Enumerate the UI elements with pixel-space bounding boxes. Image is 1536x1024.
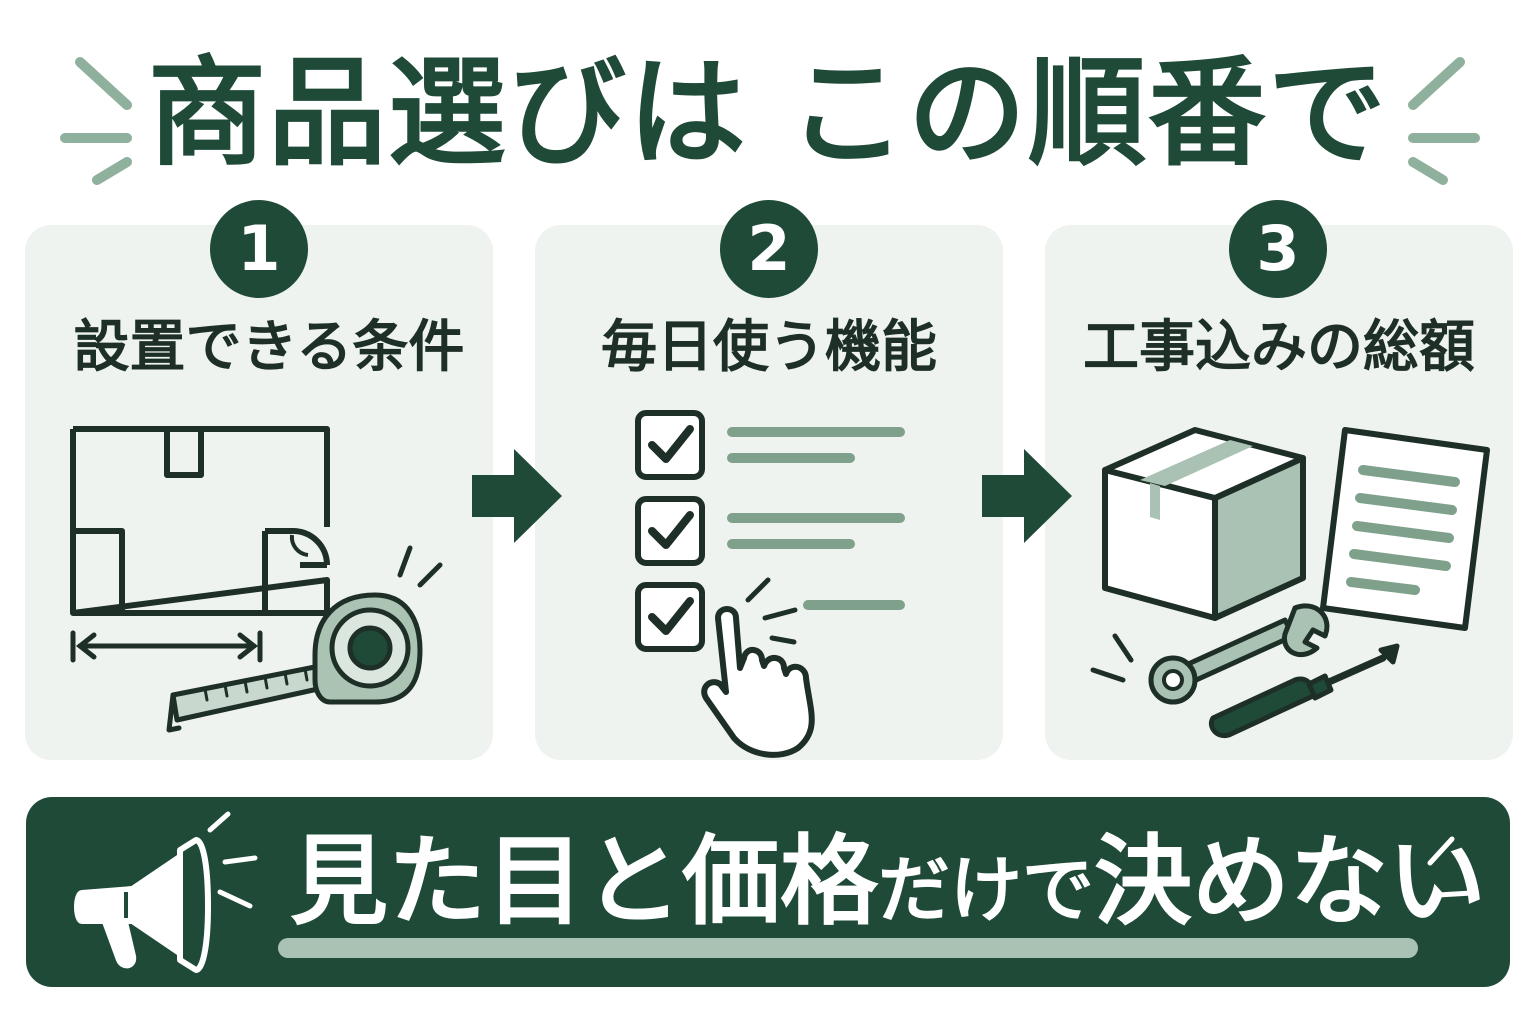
sparkle-right-icon: [1408, 57, 1480, 185]
checklist-icon: [635, 410, 905, 652]
banner-text-part1: 見た目と価格: [290, 825, 879, 939]
title-part2: この順番で: [788, 44, 1389, 182]
wrench-icon: [1148, 603, 1330, 705]
sparkle-banner-icon: [1427, 836, 1475, 898]
document-icon: [1320, 427, 1490, 631]
banner-text-part2: だけで: [878, 848, 1095, 932]
step-badge-1: 1: [210, 200, 308, 298]
floor-plan-icon: [70, 426, 330, 663]
title-part1: 商品選びは: [147, 44, 748, 182]
page-title: 商品選びはこの順番で: [0, 38, 1536, 188]
banner-underline: [278, 938, 1418, 958]
box-icon: [1102, 427, 1306, 621]
step-label-2: 毎日使う機能: [601, 315, 937, 380]
screwdriver-icon: [1209, 643, 1400, 738]
banner-text: 見た目と価格だけで決めない: [290, 822, 1486, 970]
pointing-hand-icon: [701, 577, 815, 758]
step-label-1: 設置できる条件: [73, 315, 465, 380]
sparkle-left-icon: [60, 57, 132, 185]
step-label-3: 工事込みの総額: [1083, 315, 1475, 380]
megaphone-icon: [74, 811, 258, 973]
tape-measure-icon: [166, 545, 443, 733]
step-badge-2: 2: [720, 200, 818, 298]
banner-text-part3: 決めない: [1094, 825, 1487, 939]
sparkle-tools-icon: [1090, 633, 1134, 683]
arrow-right-icon: [982, 449, 1072, 543]
step-badge-3: 3: [1229, 200, 1327, 298]
arrow-right-icon: [472, 449, 562, 543]
